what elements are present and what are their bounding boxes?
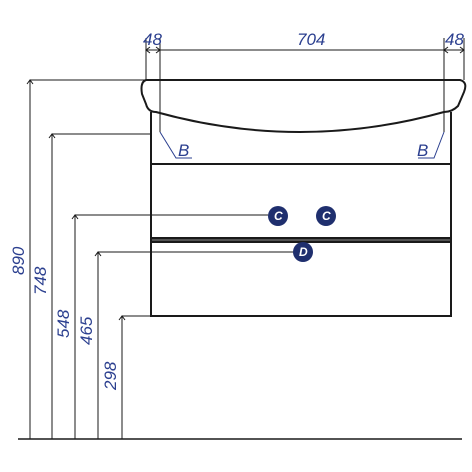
dim-width: 704 <box>297 30 325 49</box>
b-marker-right: B <box>417 131 445 160</box>
d-marker: D <box>293 242 313 262</box>
dim-drawer-lower-height: 465 <box>77 316 96 345</box>
svg-text:D: D <box>299 245 308 259</box>
c-marker-right: C <box>316 206 336 226</box>
height-dimensions <box>26 79 294 439</box>
dim-right-margin: 48 <box>445 30 464 49</box>
dim-drawer-upper-height: 548 <box>54 309 73 338</box>
dim-left-margin: 48 <box>143 30 162 49</box>
basin-top <box>140 79 467 133</box>
svg-text:C: C <box>274 209 283 223</box>
dim-total-height: 890 <box>9 246 28 275</box>
svg-text:C: C <box>322 209 331 223</box>
dim-basin-height: 748 <box>31 266 50 295</box>
top-dimensions <box>145 38 465 132</box>
drawer-top <box>150 163 452 239</box>
b-marker-left: B <box>159 131 192 160</box>
cabinet <box>140 79 467 317</box>
drawer-bottom <box>150 241 452 317</box>
svg-text:B: B <box>178 141 189 160</box>
svg-text:B: B <box>417 141 428 160</box>
dim-base-height: 298 <box>101 361 120 391</box>
c-marker-left: C <box>268 206 288 226</box>
